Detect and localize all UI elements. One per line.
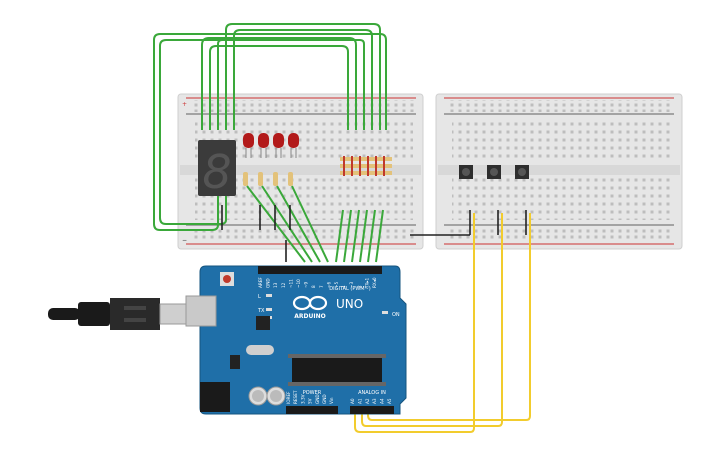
green-wires	[153, 23, 387, 263]
rail-plus-label: +	[182, 101, 187, 108]
digital-pin-label-7: 8	[311, 285, 316, 288]
rail-minus-label: −	[182, 237, 187, 244]
brand-label: ARDUINO	[294, 313, 325, 320]
usb-cable-icon[interactable]	[48, 298, 187, 330]
black-wires	[221, 205, 527, 262]
led-3[interactable]	[273, 133, 284, 158]
analog-header-label: ANALOG IN	[358, 390, 386, 396]
led-resistors	[243, 172, 293, 186]
digital-pin-label-12: ~3	[349, 281, 354, 288]
yellow-wires	[354, 213, 531, 433]
power-pin-label-5: GND	[322, 394, 327, 404]
power-pin-label-1: RESET	[293, 390, 298, 404]
digital-pin-label-9: ~6	[326, 281, 331, 288]
push-button-3[interactable]	[515, 165, 529, 179]
reset-button[interactable]	[223, 275, 231, 283]
power-pin-label-6: Vin	[329, 397, 334, 404]
seven-segment-display[interactable]: 8	[198, 140, 236, 199]
digital-pin-label-2: 13	[273, 282, 278, 288]
digital-pin-label-10: ~5	[334, 281, 339, 288]
segment-digit: 8	[202, 145, 231, 199]
power-pin-label-4: GND	[315, 394, 320, 404]
digital-pin-label-5: ~10	[296, 279, 301, 288]
l-led-label: L	[258, 294, 261, 300]
led-1[interactable]	[243, 133, 254, 158]
power-pin-label-2: 3.3V	[300, 394, 305, 404]
digital-pin-label-11: 4	[342, 285, 347, 288]
segment-resistors	[340, 156, 392, 176]
digital-pin-label-3: 12	[281, 282, 286, 288]
digital-pin-label-6: ~9	[304, 281, 309, 288]
on-led-label: ON	[392, 312, 400, 318]
analog-pin-label-0: A0	[350, 398, 355, 404]
power-jack[interactable]	[200, 382, 230, 412]
digital-pin-label-14: TX▸1	[364, 277, 369, 289]
digital-pin-label-13: 2	[357, 285, 362, 288]
analog-pin-label-2: A2	[365, 398, 370, 404]
analog-pin-label-3: A3	[372, 398, 377, 404]
push-button-2[interactable]	[487, 165, 501, 179]
push-buttons	[459, 165, 529, 179]
analog-pin-label-4: A4	[380, 398, 385, 404]
infinity-logo-icon	[292, 295, 328, 311]
power-pin-label-3: 5V	[308, 398, 313, 404]
crystal	[246, 345, 274, 355]
tx-led-label: TX	[257, 308, 265, 314]
led-4[interactable]	[288, 133, 299, 158]
digital-pin-label-15: RX◂0	[372, 277, 377, 288]
led-group	[243, 133, 299, 158]
led-2[interactable]	[258, 133, 269, 158]
digital-pin-label-8: 7	[319, 285, 324, 288]
digital-pin-label-1: GND	[266, 278, 271, 288]
breadboard-right	[435, 93, 683, 250]
power-header-label: POWER	[303, 390, 322, 396]
digital-header-label: DIGITAL (PWM~)	[329, 286, 371, 292]
usb-chip	[256, 316, 270, 330]
model-label: UNO	[336, 297, 363, 311]
usb-port[interactable]	[185, 295, 217, 327]
digital-pin-label-4: ~11	[288, 279, 293, 288]
atmega-chip	[292, 358, 382, 382]
analog-pin-label-5: A5	[387, 398, 392, 404]
push-button-1[interactable]	[459, 165, 473, 179]
power-pin-label-0: IOREF	[286, 391, 291, 404]
analog-pin-label-1: A1	[357, 398, 362, 404]
digital-pin-label-0: AREF	[258, 277, 263, 288]
